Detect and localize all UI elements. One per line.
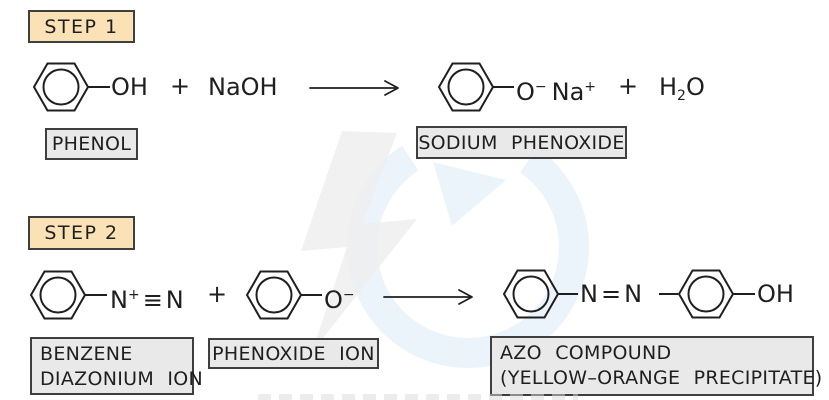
o-atom-label: O (324, 286, 343, 314)
benzene-ring-azo-right (677, 269, 735, 319)
azo-compound-label-box: AZO COMPOUND (YELLOW–ORANGE PRECIPITATE) (490, 336, 823, 396)
plus-label: + (207, 280, 228, 308)
cropped-caption-fragment (258, 394, 578, 400)
o-charge-label: − (534, 79, 547, 95)
benzene-ring-phenoxide (437, 62, 495, 112)
benzene-ring-diazonium (29, 270, 87, 320)
oh-group-label: OH (111, 73, 148, 101)
n-atom-label: N (580, 280, 598, 308)
formula-azo-linkage: N=N (580, 280, 642, 308)
triple-bond-glyph: ≡ (142, 286, 163, 314)
phenol-label-box: PHENOL (45, 128, 138, 160)
reaction-arrow-step2 (383, 289, 473, 305)
benzene-ring-azo-left (502, 269, 560, 319)
formula-diazonium: N+≡N (110, 281, 184, 314)
o-atom-label: O (685, 73, 705, 101)
o-atom-label: O (516, 78, 535, 106)
benzene-diazonium-label-line2: DIAZONIUM ION (40, 368, 204, 390)
plus-label: + (170, 72, 191, 100)
formula-azo-oh: OH (757, 280, 794, 308)
phenoxide-ion-label: PHENOXIDE ION (212, 342, 375, 365)
na-atom-label: Na (551, 78, 585, 106)
formula-phenoxide-ion: O− (324, 281, 355, 314)
step1-badge: STEP 1 (28, 10, 135, 43)
plus-sign-step2: + (207, 280, 227, 308)
naoh-label: NaOH (208, 73, 278, 101)
h-atom-label: H (659, 73, 678, 101)
sodium-phenoxide-label-box: SODIUM PHENOXIDE (416, 126, 627, 159)
sodium-phenoxide-label: SODIUM PHENOXIDE (418, 131, 625, 154)
double-bond-glyph: = (600, 280, 622, 308)
benzene-diazonium-label-box: BENZENE DIAZONIUM ION (30, 337, 204, 395)
n-atom-label: N (624, 280, 643, 308)
formula-naoh: NaOH (208, 73, 278, 101)
azo-compound-label-line1: AZO COMPOUND (500, 342, 672, 364)
phenoxide-ion-label-box: PHENOXIDE ION (208, 338, 379, 369)
azo-compound-label-line2: (YELLOW–ORANGE PRECIPITATE) (500, 367, 823, 389)
phenol-label: PHENOL (51, 133, 132, 155)
plus-sign-step1-a: + (170, 72, 190, 100)
reaction-arrow-step1 (309, 80, 399, 96)
benzene-ring-phenoxide-ion (245, 270, 303, 320)
n-charge-label: + (127, 287, 140, 303)
watermark-arrowhead (433, 162, 506, 226)
step2-badge: STEP 2 (28, 216, 135, 250)
o-charge-label: − (342, 287, 355, 303)
formula-water: H2O (659, 73, 705, 110)
step1-badge-label: STEP 1 (44, 15, 119, 38)
lightning-bolt-icon (301, 131, 417, 352)
plus-sign-step1-b: + (618, 72, 638, 100)
step2-badge-label: STEP 2 (44, 222, 119, 244)
oh-group-label: OH (757, 280, 794, 308)
formula-phenol-oh: OH (111, 73, 148, 101)
na-charge-label: + (584, 79, 597, 95)
benzene-ring-phenol (32, 62, 90, 112)
benzene-diazonium-label-line1: BENZENE (40, 343, 133, 365)
h2-subscript: 2 (677, 88, 686, 104)
formula-o-na: O−Na+ (516, 73, 596, 106)
n-atom-label: N (165, 286, 184, 314)
n-atom-label: N (110, 286, 128, 314)
plus-label: + (618, 72, 639, 100)
